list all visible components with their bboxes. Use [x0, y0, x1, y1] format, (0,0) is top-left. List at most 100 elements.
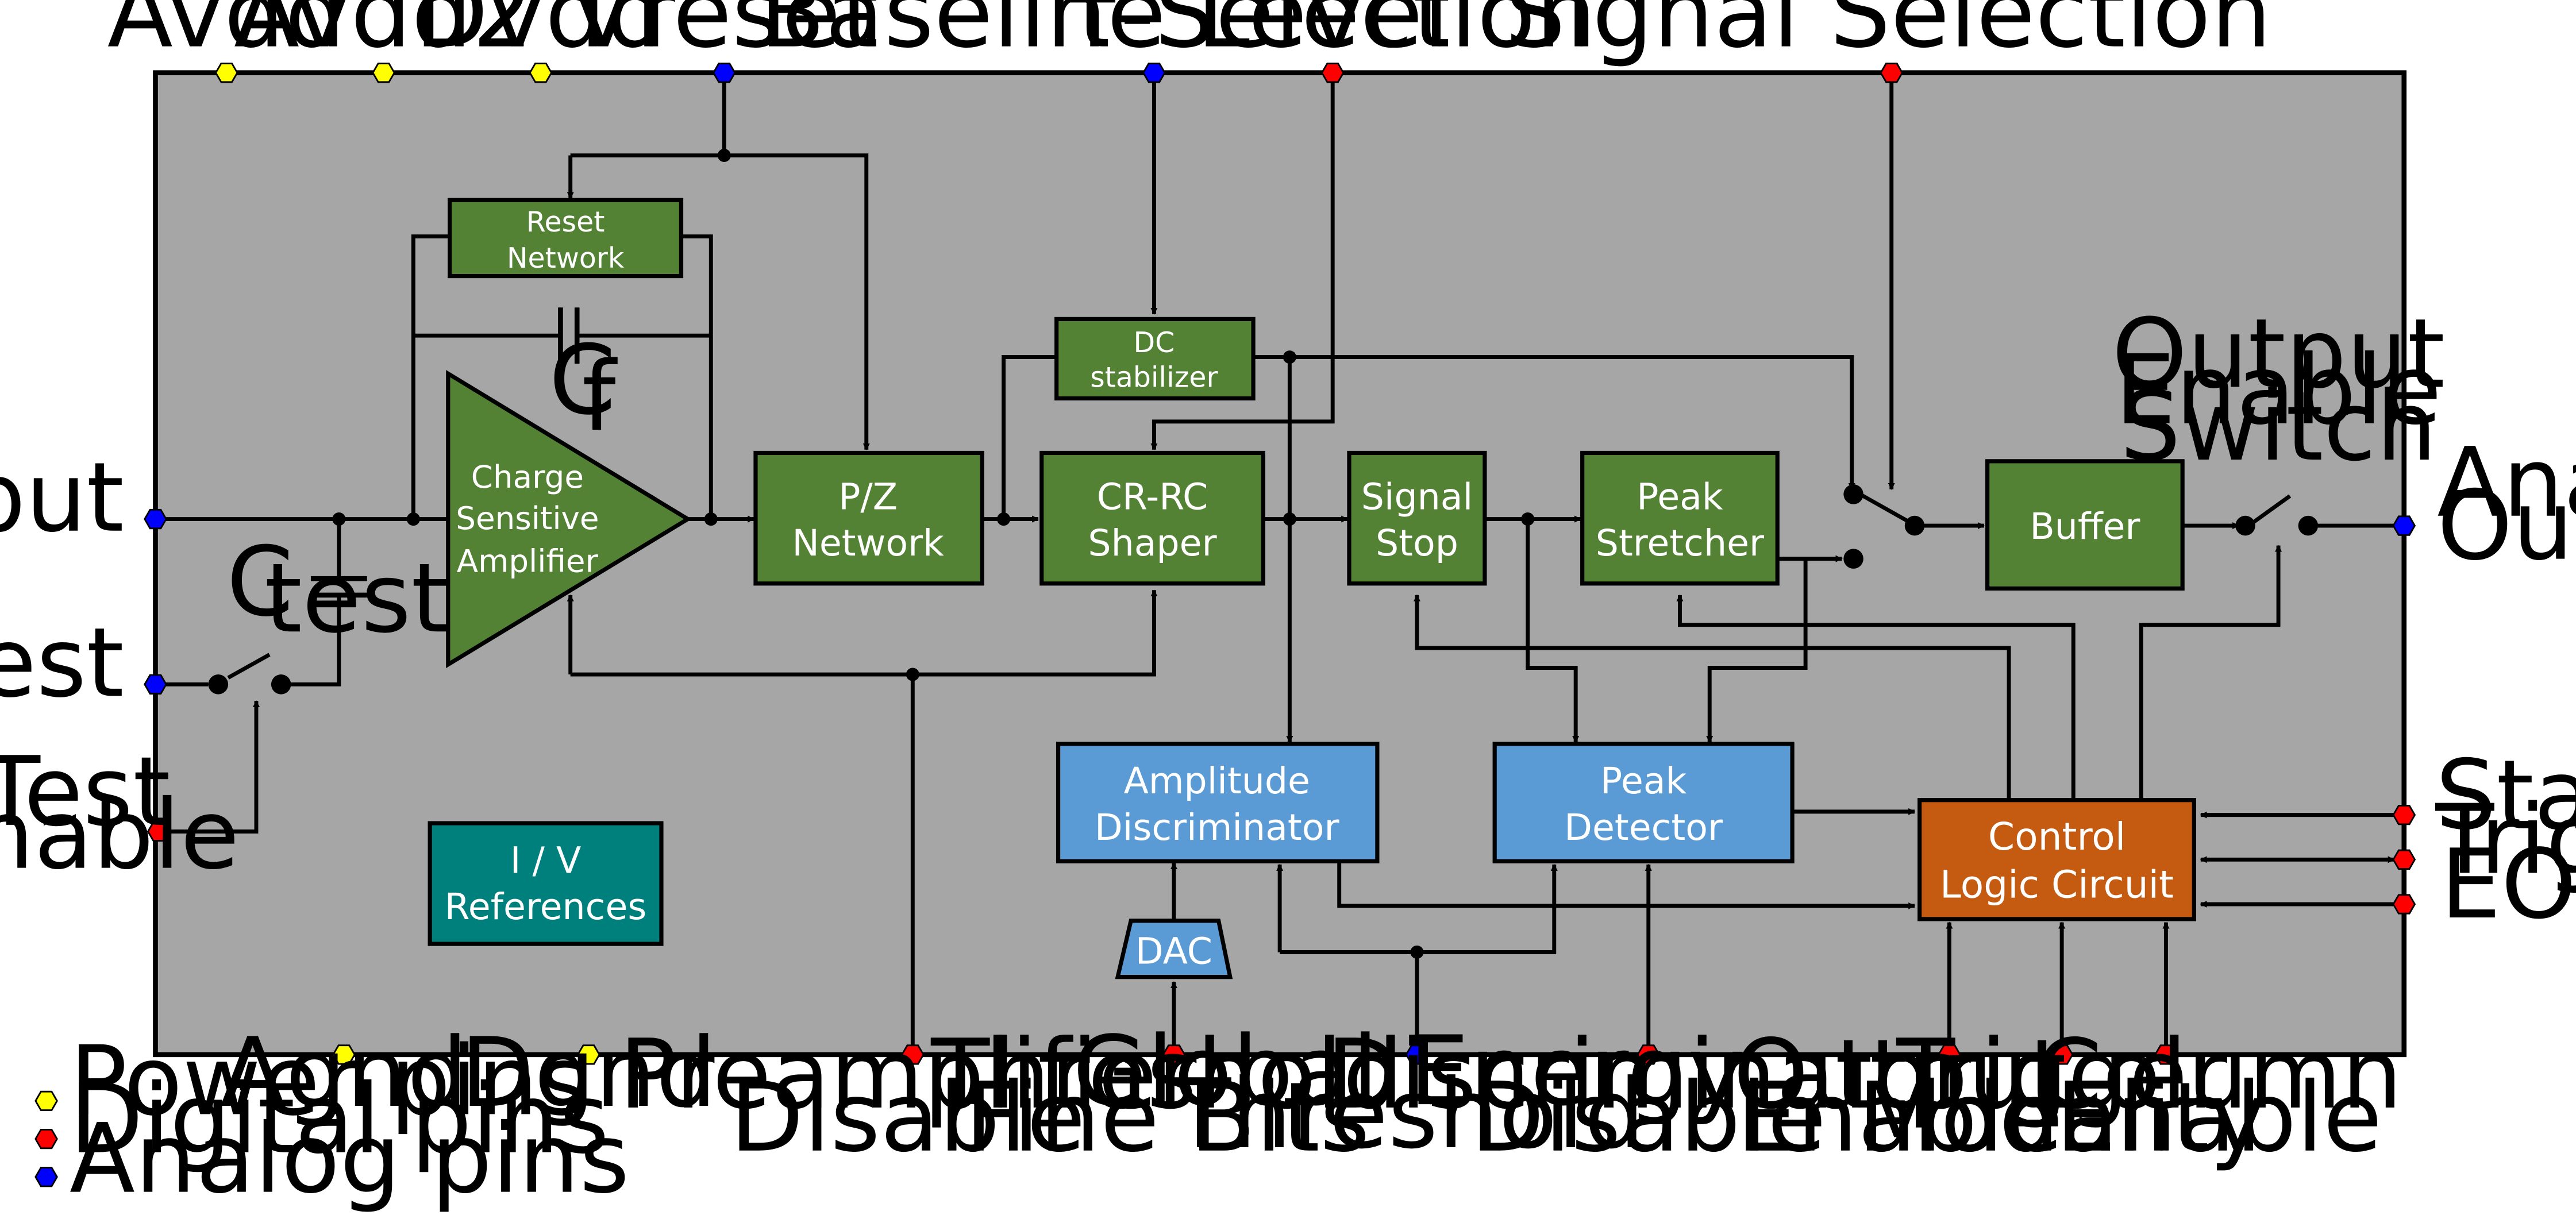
- svg-text:Threshold: Threshold: [1172, 1059, 1645, 1170]
- pin-label-avdd: Avdd: [107, 0, 346, 70]
- pin-dgnd: [576, 1044, 600, 1065]
- svg-text:Detector: Detector: [1564, 806, 1723, 848]
- signal-stop-block: Signal Stop: [1347, 450, 1487, 586]
- svg-text:C: C: [549, 325, 616, 436]
- pin-trigger-modality: [2050, 1044, 2074, 1065]
- pin-output-enable: [1938, 1044, 1961, 1065]
- pin-analog-output: [2392, 515, 2416, 536]
- svg-text:DAC: DAC: [1135, 930, 1212, 973]
- top-pin-labels: Avdd Avdd2 Dvdd Vreset Baseline Level τ-…: [107, 0, 2272, 70]
- svg-text:Stop: Stop: [1376, 522, 1458, 564]
- pin-global-energy: [1405, 1044, 1429, 1065]
- pin-avdd: [214, 63, 238, 83]
- peak-detector-block: Peak Detector: [1492, 742, 1795, 863]
- pin-discriminator-disable: [1637, 1044, 1661, 1065]
- pin-eoc: [2392, 894, 2416, 915]
- pin-label-baseline: Baseline Level: [760, 0, 1450, 70]
- iv-references-block: I / V References: [428, 821, 664, 946]
- svg-text:Output: Output: [1733, 1019, 2066, 1131]
- cr-rc-shaper-block: CR-RC Shaper: [1039, 450, 1265, 586]
- pin-label-trigger: Trigger: [2435, 784, 2576, 896]
- pin-dvdd: [529, 63, 553, 83]
- pin-avdd2: [372, 63, 395, 83]
- pin-label-avdd2: Avdd2: [234, 0, 533, 70]
- reset-network-block: Reset Network: [448, 198, 684, 279]
- svg-text:Preamplifier: Preamplifier: [619, 1019, 1197, 1131]
- svg-text:Signal: Signal: [1361, 475, 1473, 518]
- svg-text:C: C: [226, 526, 294, 638]
- svg-text:Global Energy: Global Energy: [1073, 1016, 1745, 1127]
- pin-test-enable: [147, 821, 171, 842]
- svg-text:stabilizer: stabilizer: [1090, 361, 1218, 394]
- pin-preamp-disable: [900, 1044, 925, 1065]
- signal-wires: [155, 72, 2395, 1055]
- svg-text:Buffer: Buffer: [2030, 505, 2140, 547]
- left-pin-labels: Input Vtest Test Enable: [0, 442, 240, 891]
- svg-text:P/Z: P/Z: [838, 475, 898, 518]
- svg-text:Network: Network: [507, 242, 625, 275]
- dac-block: DAC: [1115, 919, 1233, 979]
- svg-text:Peak: Peak: [1600, 759, 1687, 802]
- pin-start: [2392, 804, 2416, 826]
- svg-text:Switch: Switch: [2120, 371, 2437, 483]
- svg-text:Enable: Enable: [2055, 1062, 2382, 1174]
- svg-text:Sensitive: Sensitive: [456, 500, 599, 537]
- svg-text:Threshold: Threshold: [930, 1019, 1403, 1131]
- pin-vtest: [144, 674, 167, 695]
- output-enable-switch-label: Output Enable Switch: [2112, 298, 2445, 483]
- pin-label-start: Start: [2435, 740, 2576, 851]
- pin-trigger: [2392, 849, 2416, 870]
- svg-text:Network: Network: [792, 522, 944, 564]
- svg-text:Reset: Reset: [526, 206, 605, 238]
- buffer-block: Buffer: [1985, 459, 2185, 591]
- svg-text:f: f: [582, 341, 618, 453]
- legend-digital-label: Digital pins: [70, 1064, 609, 1175]
- right-pin-labels: Analog Output Start Trigger EOC: [2435, 427, 2576, 940]
- svg-text:Stretcher: Stretcher: [1596, 522, 1765, 564]
- legend-digital-pin: [34, 1128, 58, 1150]
- svg-text:test: test: [264, 543, 448, 654]
- pin-label-test-enable-2: Enable: [0, 780, 240, 891]
- charge-sensitive-amplifier: Charge Sensitive Amplifier: [446, 369, 692, 669]
- pin-input: [144, 508, 167, 530]
- pin-label-vreset: Vreset: [570, 0, 879, 70]
- legend-analog-pin: [34, 1167, 58, 1187]
- svg-text:Trigger: Trigger: [1896, 1019, 2227, 1131]
- pin-label-dvdd: Dvdd: [414, 0, 667, 70]
- pin-tau: [1320, 63, 1345, 83]
- pin-label-signal-selection: Signal Selection: [1505, 0, 2272, 70]
- test-capacitor-label: C test: [226, 526, 449, 654]
- pin-label-eoc: EOC: [2440, 829, 2576, 940]
- dc-stabilizer-block: DC stabilizer: [1054, 317, 1256, 401]
- pz-network-block: P/Z Network: [753, 450, 984, 586]
- pin-label-tau-selection: τ-Selection: [1062, 0, 1597, 70]
- svg-text:Fine Bits: Fine Bits: [965, 1062, 1370, 1174]
- svg-text:I / V: I / V: [510, 839, 582, 881]
- svg-text:Charge: Charge: [471, 458, 584, 495]
- svg-text:Amplifier: Amplifier: [457, 543, 599, 580]
- svg-text:Shaper: Shaper: [1088, 522, 1217, 564]
- svg-text:Enable: Enable: [1736, 1062, 2063, 1174]
- bottom-pin-labels: Agnd Dgnd Preamplifier Disable Threshold…: [220, 1016, 2402, 1174]
- svg-text:Disable: Disable: [1470, 1062, 1826, 1174]
- svg-text:Enable: Enable: [2115, 335, 2442, 446]
- svg-text:Discriminator: Discriminator: [1326, 1019, 1971, 1131]
- pin-label-vtest: Vtest: [0, 607, 124, 719]
- capacitors: [310, 307, 580, 598]
- svg-text:DC: DC: [1134, 326, 1175, 359]
- pin-agnd: [332, 1044, 356, 1065]
- legend-analog-label: Analog pins: [70, 1104, 630, 1215]
- svg-text:Amplitude: Amplitude: [1124, 759, 1310, 802]
- pin-label-agnd: Agnd: [220, 1017, 468, 1129]
- pin-label-test-enable-1: Test: [0, 736, 171, 848]
- svg-text:CR-RC: CR-RC: [1097, 475, 1208, 518]
- feedback-capacitor-label: C f: [549, 325, 618, 453]
- svg-text:Control: Control: [1988, 815, 2126, 859]
- legend-power-pin: [34, 1090, 58, 1112]
- svg-text:Logic Circuit: Logic Circuit: [1940, 862, 2174, 907]
- legend: Power pins Digital pins Analog pins: [70, 1025, 630, 1214]
- svg-text:References: References: [445, 885, 647, 928]
- pin-signal-selection: [1880, 63, 1904, 83]
- control-logic-block: Control Logic Circuit: [1917, 798, 2196, 921]
